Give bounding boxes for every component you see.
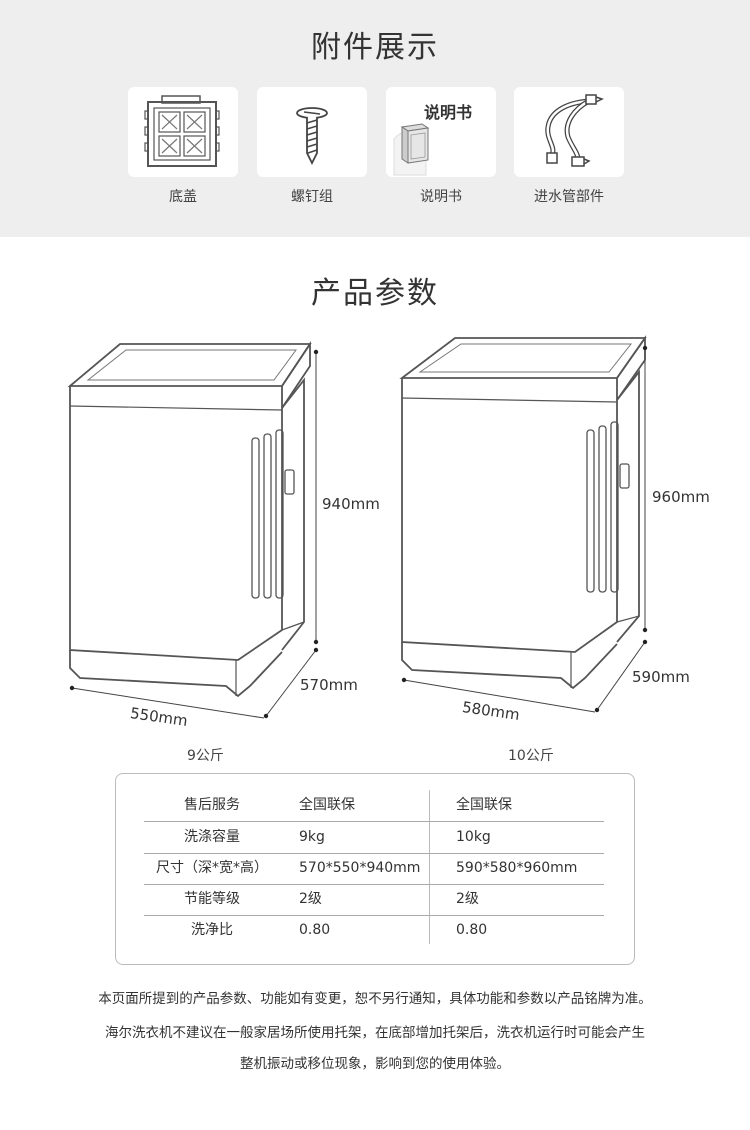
spec-value-10kg: 590*580*960mm	[456, 860, 578, 876]
screw-icon	[296, 107, 328, 166]
accessory-card-manual: 说明书	[386, 87, 496, 177]
caption-9kg: 9公斤	[187, 748, 224, 764]
accessories-title: 附件展示	[311, 30, 439, 65]
manual-thumbnail-text: 说明书	[424, 103, 473, 122]
spec-divider	[144, 884, 604, 885]
accessories-section: 附件展示 底盖 螺钉组	[0, 0, 750, 237]
spec-value-9kg: 9kg	[299, 829, 325, 845]
spec-value-9kg: 0.80	[299, 922, 331, 938]
spec-value-9kg: 570*550*940mm	[299, 860, 421, 876]
water-inlet-hose-icon	[545, 94, 604, 167]
dim-9kg-height: 940mm	[322, 495, 380, 513]
spec-row-service: 售后服务 全国联保 全国联保	[144, 790, 604, 821]
spec-divider	[144, 853, 604, 854]
disclaimer-note: 本页面所提到的产品参数、功能如有变更，恕不另行通知，具体功能和参数以产品铭牌为准…	[98, 991, 652, 1007]
manual-icon	[393, 123, 430, 176]
spec-divider	[144, 821, 604, 822]
spec-value-9kg: 2级	[299, 891, 322, 907]
spec-row-capacity: 洗涤容量 9kg 10kg	[144, 822, 604, 853]
spec-value-9kg: 全国联保	[299, 797, 355, 813]
caption-10kg: 10公斤	[508, 748, 554, 764]
accessory-label-hose: 进水管部件	[534, 189, 604, 205]
spec-label: 尺寸（深*宽*高）	[156, 860, 268, 876]
spec-label: 节能等级	[184, 891, 240, 907]
spec-value-10kg: 10kg	[456, 829, 491, 845]
accessory-label-manual: 说明书	[420, 189, 462, 205]
spec-column-divider	[429, 790, 430, 944]
base-cover-icon	[144, 95, 220, 167]
accessory-card-base-cover	[128, 87, 238, 177]
washer-10kg-drawing	[399, 335, 648, 713]
bracket-warning-line2: 整机振动或移位现象，影响到您的使用体验。	[240, 1056, 510, 1072]
dim-9kg-depth: 570mm	[300, 676, 358, 694]
bracket-warning-line1: 海尔洗衣机不建议在一般家居场所使用托架，在底部增加托架后，洗衣机运行时可能会产生	[105, 1025, 645, 1041]
washer-9kg-drawing	[67, 341, 319, 719]
spec-value-10kg: 全国联保	[456, 797, 512, 813]
accessory-label-screw: 螺钉组	[291, 189, 333, 205]
accessory-label-base-cover: 底盖	[169, 189, 197, 205]
spec-row-clean-ratio: 洗净比 0.80 0.80	[144, 915, 604, 946]
spec-row-energy: 节能等级 2级 2级	[144, 884, 604, 915]
accessory-card-screw	[257, 87, 367, 177]
spec-table: 售后服务 全国联保 全国联保 洗涤容量 9kg 10kg 尺寸（深*宽*高） 5…	[115, 773, 635, 965]
spec-row-dimensions: 尺寸（深*宽*高） 570*550*940mm 590*580*960mm	[144, 853, 604, 884]
spec-divider	[144, 915, 604, 916]
spec-value-10kg: 2级	[456, 891, 479, 907]
dim-10kg-height: 960mm	[652, 488, 710, 506]
accessory-card-hose	[514, 87, 624, 177]
spec-label: 洗净比	[191, 922, 233, 938]
spec-value-10kg: 0.80	[456, 922, 488, 938]
spec-label: 售后服务	[184, 797, 240, 813]
dim-10kg-depth: 590mm	[632, 668, 690, 686]
spec-label: 洗涤容量	[184, 829, 240, 845]
params-title: 产品参数	[311, 276, 439, 311]
